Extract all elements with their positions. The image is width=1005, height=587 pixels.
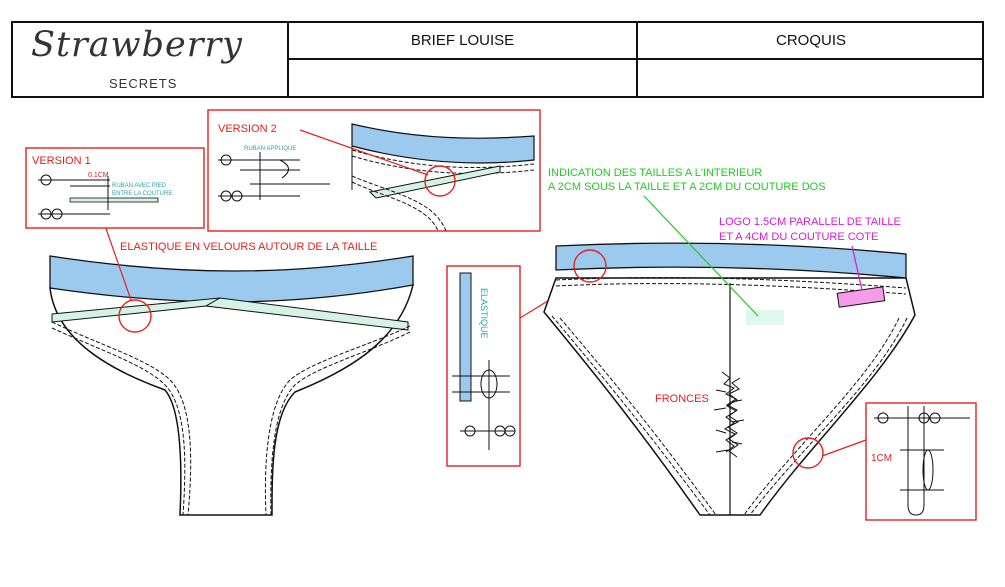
brand-logo-subtitle: SECRETS [109,76,178,91]
front-body-outline [49,284,414,516]
version1-label: VERSION 1 [32,155,91,167]
sheet-type-title: CROQUIS [638,23,984,60]
version2-ruban-label: RUBAN APPLIQUE [244,146,296,152]
version2-callout-line [299,129,429,176]
model-title: BRIEF LOUISE [289,23,638,60]
indication-tailles-line2: A 2CM SOUS LA TAILLE ET A 2CM DU COUTURE… [548,181,826,193]
one-cm-callout-line [821,439,867,457]
one-cm-label: 1CM [871,453,892,464]
front-leg-stitch-right [264,325,411,516]
back-waistband [555,242,907,279]
version2-detail-box: VERSION 2 RUBAN APPLIQUE [207,109,541,232]
front-callout-line-v1 [102,219,132,301]
version2-highlight-circle [424,165,456,197]
front-ribbon-right [204,297,409,331]
indication-callout-line [643,195,759,317]
front-leg-stitch-right-2 [270,331,411,516]
indication-tailles-line1: INDICATION DES TAILLES A L'INTERIEUR [548,167,762,179]
back-waist-highlight-circle [573,249,607,283]
version2-ribbon [368,165,501,199]
logo-patch [836,286,886,308]
fronces-label: FRONCES [655,393,709,405]
elastique-detail-box: ELASTIQUE [446,265,521,467]
brand-logo-cell: Strawberry SECRETS [13,23,289,96]
version1-ruban-label-1: RUBAN AVEC PIED [112,183,167,189]
back-view [543,242,916,516]
logo-callout-line [851,245,863,291]
version1-measure-label: 0.1CM [88,172,109,179]
logo-placement-line2: ET A 4CM DU COUTURE COTE [719,231,878,243]
back-leg-highlight-circle [792,437,824,469]
logo-placement-line1: LOGO 1.5CM PARALLEL DE TAILLE [719,216,901,228]
size-label-patch [746,310,784,325]
elastique-strip [459,272,472,402]
brand-logo-script: Strawberry [31,25,243,65]
front-waistband [49,255,414,303]
title-block: Strawberry SECRETS BRIEF LOUISE CROQUIS [11,21,984,98]
stitch-symbol-icon [220,154,232,166]
model-empty-cell [289,60,638,96]
version2-label: VERSION 2 [218,123,277,135]
version1-detail-box: VERSION 1 0.1CM RUBAN AVEC PIED ENTRE LA… [25,147,205,229]
front-leg-stitch-left [51,321,192,516]
front-leg-stitch-left-2 [51,327,186,516]
one-cm-detail-box: 1CM [865,402,977,521]
elastique-velours-label: ELASTIQUE EN VELOURS AUTOUR DE LA TAILLE [120,241,377,253]
fronces-gathers [713,371,745,458]
elastique-vertical-label: ELASTIQUE [479,288,489,339]
front-ribbon-highlight-circle [118,299,152,333]
version1-ruban-label-2: ENTRE LA COUTURE [112,191,172,197]
front-view [49,219,414,516]
version2-waistband [351,123,535,164]
